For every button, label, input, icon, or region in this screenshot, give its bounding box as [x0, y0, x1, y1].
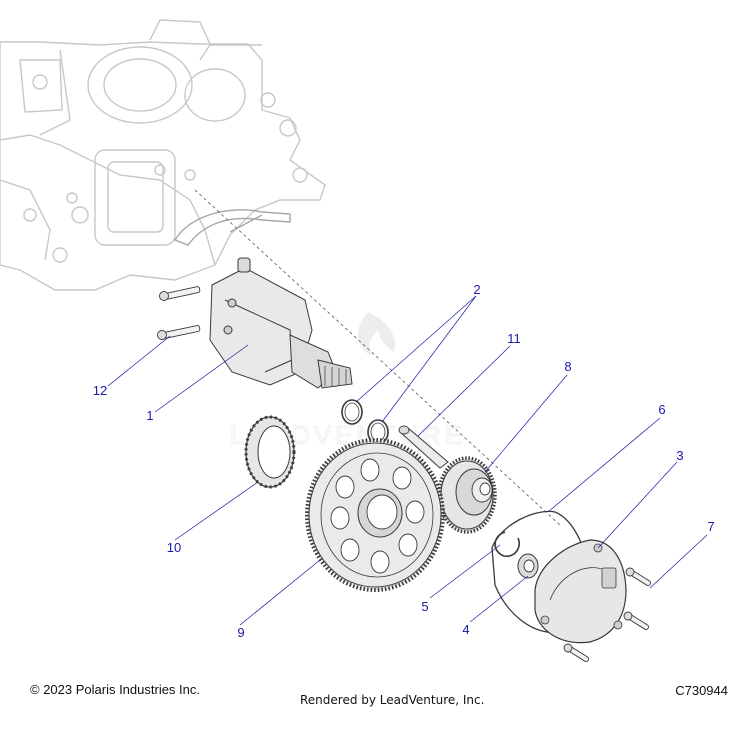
o-ring-2-upper — [341, 399, 363, 425]
callout-4[interactable]: 4 — [462, 622, 469, 637]
snap-ring — [494, 531, 520, 557]
copyright-notice: © 2023 Polaris Industries Inc. — [30, 682, 200, 697]
callout-7[interactable]: 7 — [707, 519, 714, 534]
callout-9[interactable]: 9 — [237, 625, 244, 640]
starter-motor — [209, 257, 353, 389]
callout-11[interactable]: 11 — [507, 331, 521, 346]
cover-bolt-7-a — [625, 567, 652, 587]
watermark-flame-icon — [357, 312, 395, 356]
cover-bolt-7-b — [623, 611, 650, 631]
idler-shaft — [398, 425, 449, 469]
callout-5[interactable]: 5 — [421, 599, 428, 614]
callout-10[interactable]: 10 — [167, 540, 181, 555]
callout-12[interactable]: 12 — [93, 383, 107, 398]
starter-cover — [534, 539, 627, 644]
bolt-12-upper — [159, 286, 201, 301]
callout-6[interactable]: 6 — [658, 402, 665, 417]
leader-lines — [107, 295, 708, 626]
bearing — [517, 553, 539, 579]
callout-3[interactable]: 3 — [676, 448, 683, 463]
callout-2[interactable]: 2 — [473, 282, 480, 297]
one-way-clutch — [244, 415, 296, 489]
cover-bolt-7-c — [563, 643, 590, 663]
figure-code: C730944 — [675, 683, 728, 698]
callout-1[interactable]: 1 — [146, 408, 153, 423]
crankcase-ghost — [0, 19, 326, 291]
alignment-line — [194, 189, 561, 526]
callout-8[interactable]: 8 — [564, 359, 571, 374]
callouts: 1 2 3 4 5 6 7 8 9 10 11 12 — [93, 282, 715, 640]
idler-gear — [437, 456, 497, 534]
bolt-12-lower — [157, 325, 201, 340]
starter-driven-gear — [305, 438, 445, 592]
rendered-by-credit: Rendered by LeadVenture, Inc. — [300, 693, 485, 707]
